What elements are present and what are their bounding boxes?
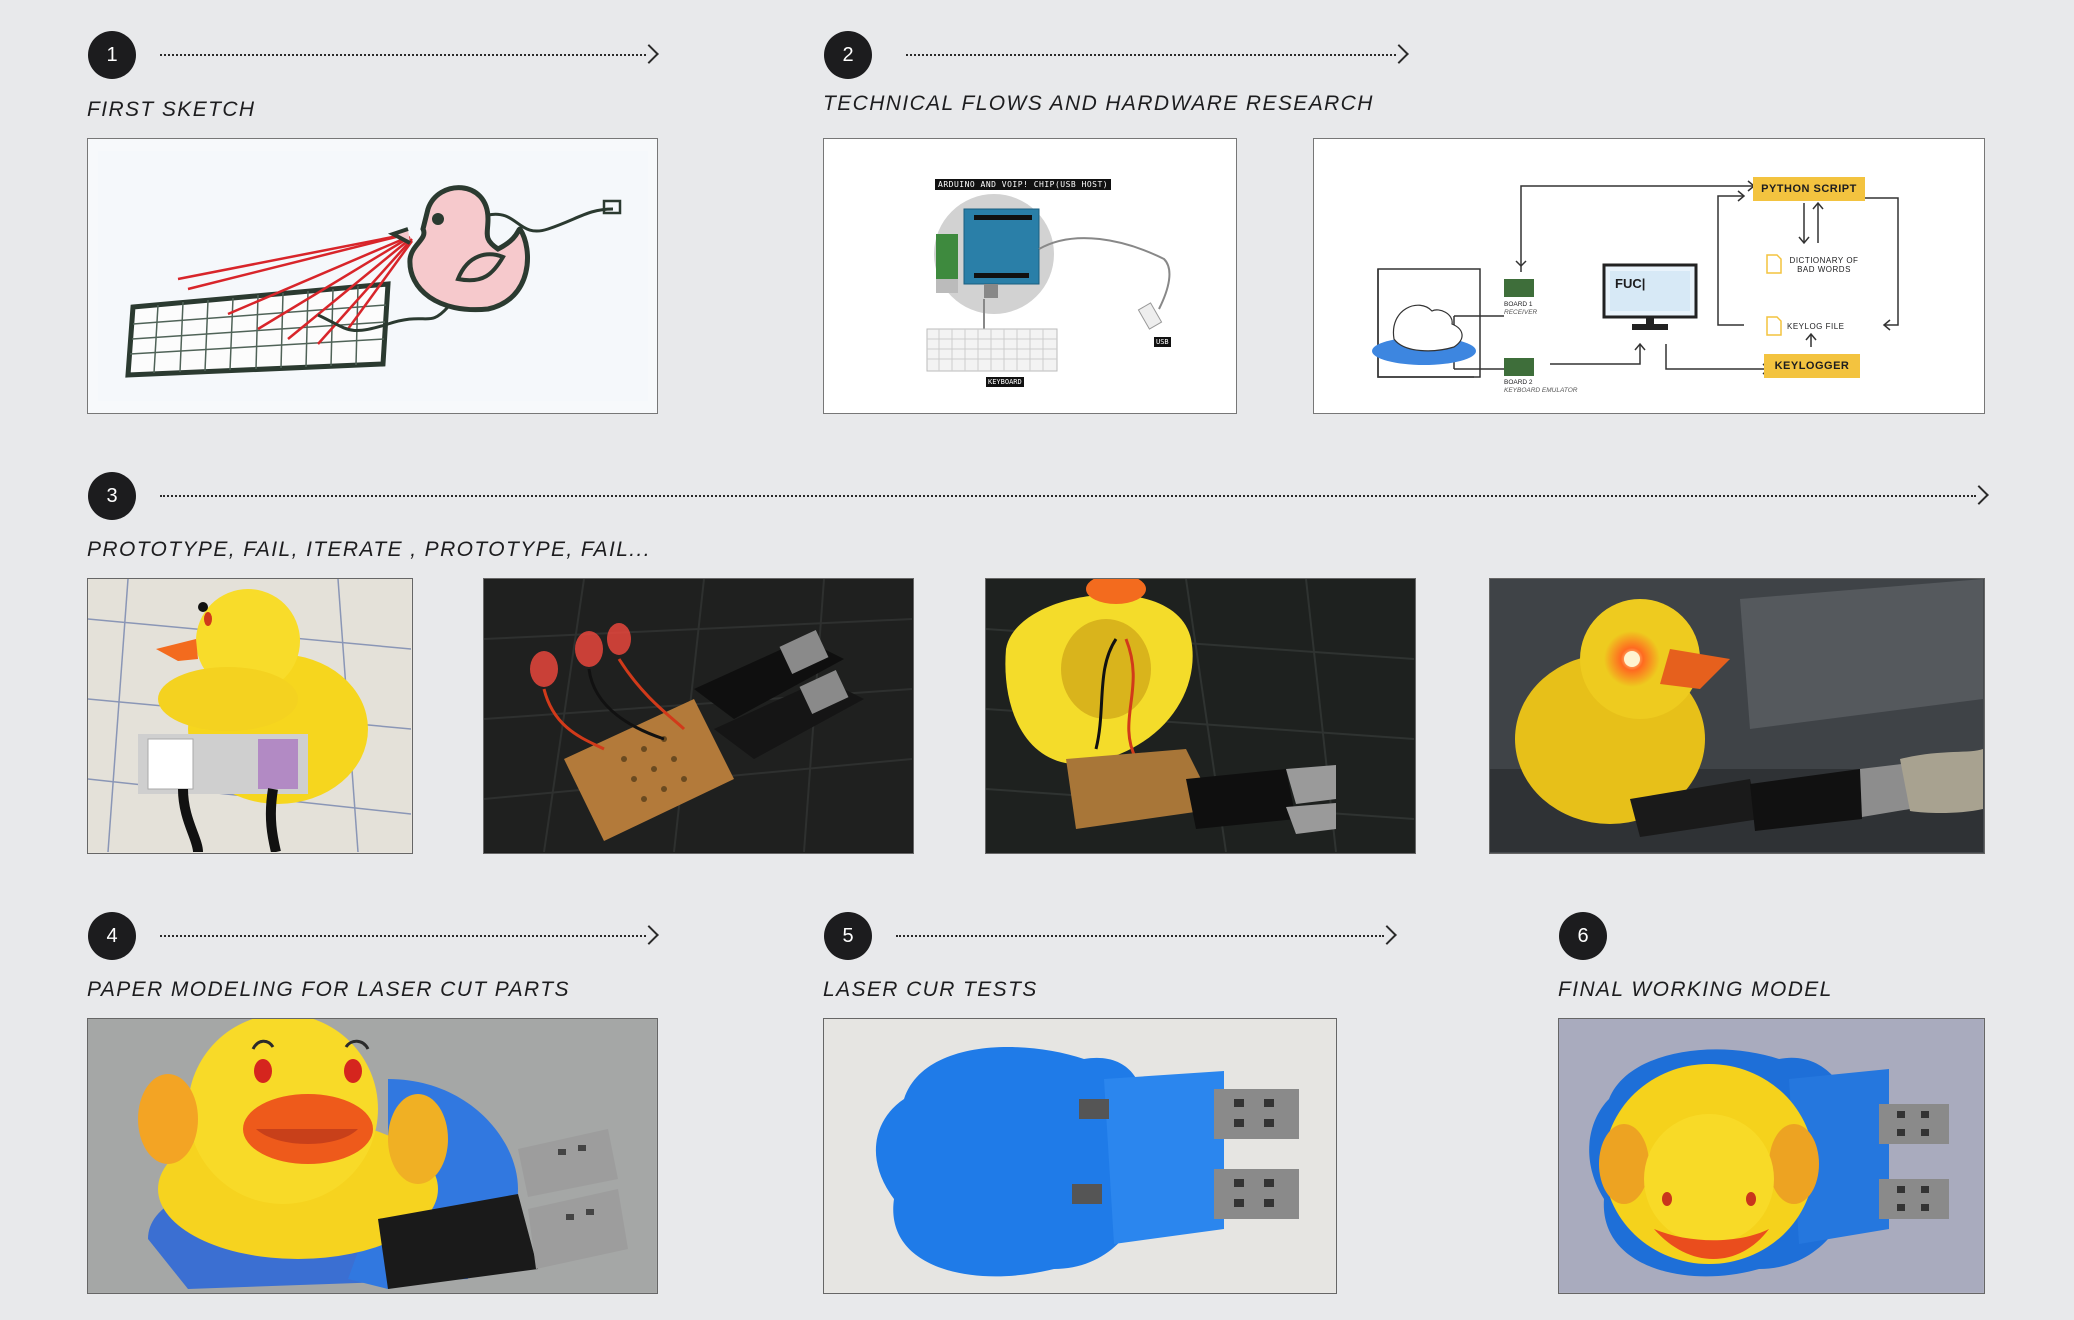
hardware-header: ARDUINO AND VOIP! CHIP(USB HOST) [935,179,1112,190]
paper-model-photo [87,1018,658,1294]
board-1-name: BOARD 1 [1504,301,1533,308]
prototype-photo-1 [87,578,413,854]
usb-label: USB [1154,337,1171,347]
step-number: 2 [842,43,854,66]
board-1-role: RECEIVER [1504,309,1538,316]
step-3-title: PROTOTYPE, FAIL, ITERATE , PROTOTYPE, FA… [87,538,651,561]
prototype-photo-2 [483,578,914,854]
hardware-research-diagram: ARDUINO AND VOIP! CHIP(USB HOST) KEYBOAR… [823,138,1237,414]
step-number: 3 [106,484,118,507]
laser-cut-test-photo [823,1018,1337,1294]
python-script-box: PYTHON SCRIPT [1753,177,1865,201]
step-4-badge: 4 [88,912,136,960]
board-2-role: KEYBOARD EMULATOR [1504,387,1578,394]
step-1-title: FIRST SKETCH [87,98,256,121]
dictionary-label: DICTIONARY OF BAD WORDS [1789,256,1859,274]
keyboard-label: KEYBOARD [986,377,1024,387]
keylog-file-label: KEYLOG FILE [1787,322,1845,331]
step-number: 1 [106,43,118,66]
step-number: 6 [1577,924,1589,947]
board-1-label: BOARD 1 RECEIVER [1504,301,1537,317]
step-2-title: TECHNICAL FLOWS AND HARDWARE RESEARCH [823,92,1374,115]
step-6-badge: 6 [1559,912,1607,960]
step-number: 5 [842,924,854,947]
keylogger-box: KEYLOGGER [1764,354,1860,378]
step-5-title: LASER CUR TESTS [823,978,1038,1001]
step-5-badge: 5 [824,912,872,960]
first-sketch-image [87,138,658,414]
step-1-arrow [160,44,659,65]
screen-text: FUC| [1615,276,1646,291]
step-6-title: FINAL WORKING MODEL [1558,978,1833,1001]
technical-flow-diagram: PYTHON SCRIPT DICTIONARY OF BAD WORDS KE… [1313,138,1985,414]
board-2-name: BOARD 2 [1504,379,1533,386]
prototype-photo-3 [985,578,1416,854]
final-working-model-photo [1558,1018,1985,1294]
step-4-title: PAPER MODELING FOR LASER CUT PARTS [87,978,570,1001]
step-2-badge: 2 [824,31,872,79]
step-3-badge: 3 [88,472,136,520]
step-5-arrow [896,925,1397,946]
step-2-arrow [906,44,1409,65]
step-1-badge: 1 [88,31,136,79]
step-4-arrow [160,925,659,946]
board-2-label: BOARD 2 KEYBOARD EMULATOR [1504,379,1577,395]
prototype-photo-4 [1489,578,1985,854]
step-number: 4 [106,924,118,947]
step-3-arrow [160,485,1989,506]
